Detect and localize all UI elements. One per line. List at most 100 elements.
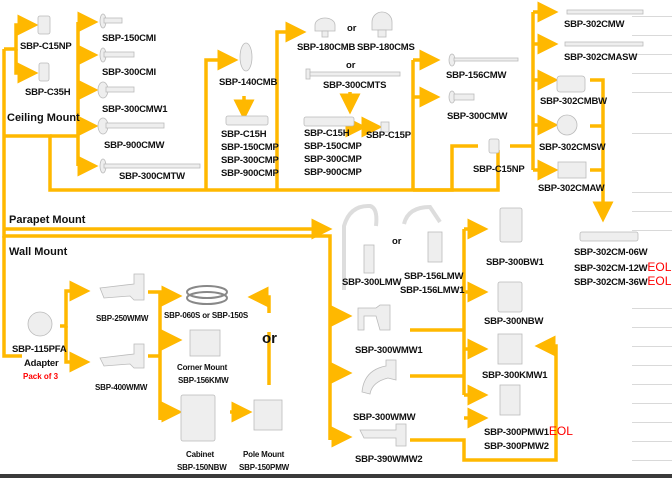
product-image-302cmasw	[564, 41, 644, 47]
product-image-302-extension	[579, 231, 639, 242]
label-300pmw1: SBP-300PMW1EOL	[484, 425, 573, 439]
connector-250wmw-acc	[148, 290, 162, 420]
label-180-pole-300cmp: SBP-300CMP	[304, 154, 362, 165]
or-wall: or	[262, 330, 277, 347]
product-image-corner	[189, 329, 221, 357]
product-image-302cmbw	[556, 75, 586, 93]
grid-rule	[632, 327, 672, 328]
connector-390wmw2-acc	[410, 335, 558, 462]
label-300cmts: SBP-300CMTS	[323, 80, 387, 91]
label-302cmw: SBP-302CMW	[564, 19, 625, 30]
label-strap: SBP-060S or SBP-150S	[164, 311, 249, 320]
label-adapter: Adapter	[24, 358, 59, 369]
or-300cmts: or	[346, 60, 356, 71]
label-156kmw: SBP-156KMW	[178, 376, 229, 385]
or-180: or	[347, 23, 357, 34]
label-150nbw: SBP-150NBW	[177, 463, 227, 472]
section-parapet-mount: Parapet Mount	[9, 214, 86, 226]
label-302cmbw: SBP-302CMBW	[540, 96, 607, 107]
label-156lmw: SBP-156LMW	[404, 271, 464, 282]
label-140-pole-300cmp: SBP-300CMP	[221, 155, 279, 166]
product-image-300cmw	[448, 90, 475, 104]
grid-rule	[632, 346, 672, 347]
product-image-300cmi	[99, 47, 135, 63]
product-image-300wmw	[361, 359, 397, 395]
label-302cmasw: SBP-302CMASW	[564, 52, 638, 63]
eol-badge: EOL	[647, 274, 672, 288]
label-pack-of-3: Pack of 3	[23, 372, 59, 381]
product-image-pole-180	[303, 116, 355, 127]
grid-rule	[632, 192, 672, 193]
label-900cmw: SBP-900CMW	[104, 140, 165, 151]
label-390wmw2: SBP-390WMW2	[355, 454, 423, 465]
label-140cmb: SBP-140CMB	[219, 77, 278, 88]
section-wall-mount: Wall Mount	[9, 246, 68, 258]
item-name: SBP-300PMW1	[484, 427, 549, 438]
connector-140cmb	[204, 49, 239, 190]
product-image-c15p	[380, 121, 390, 133]
grid-rule	[632, 73, 672, 74]
label-300cmtw: SBP-300CMTW	[119, 171, 185, 182]
grid-rule	[632, 16, 672, 17]
product-image-390wmw2	[359, 423, 407, 447]
grid-rule	[632, 230, 672, 231]
label-c15np: SBP-C15NP	[20, 41, 72, 52]
connector-302-extension	[590, 78, 614, 223]
product-image-156lmw-plate	[427, 231, 443, 263]
label-300wmw: SBP-300WMW	[353, 412, 416, 423]
grid-rule	[632, 308, 672, 309]
product-image-302cmaw	[557, 161, 587, 179]
grid-rule	[632, 54, 672, 55]
product-image-250wmw	[99, 273, 145, 301]
connector-302-col	[510, 12, 535, 170]
extension-name: SBP-302CM-06W	[574, 247, 648, 258]
label-302cmaw: SBP-302CMAW	[538, 183, 605, 194]
label-180-pole-c15h: SBP-C15H	[304, 128, 350, 139]
connector-400wmw	[64, 326, 91, 373]
product-image-300bw1	[499, 207, 523, 243]
product-image-300kmw1	[497, 333, 523, 365]
grid-rule	[632, 384, 672, 385]
connector-ceiling-frame	[4, 134, 500, 192]
label-156cmw: SBP-156CMW	[446, 70, 507, 81]
product-image-156cmw	[448, 53, 519, 67]
product-image-300lmw-plate	[363, 244, 375, 274]
or-parapet: or	[392, 236, 402, 247]
label-180cmb: SBP-180CMB	[297, 42, 356, 53]
grid-rule	[632, 441, 672, 442]
product-image-156lmw	[402, 204, 442, 225]
connector-115pfa	[60, 280, 91, 328]
connector-trunk-wall	[2, 236, 22, 358]
label-180cms: SBP-180CMS	[357, 42, 415, 53]
product-image-300cmts	[305, 68, 401, 80]
grid-rule	[632, 422, 672, 423]
product-image-300nbw	[497, 281, 523, 313]
product-image-300lmw	[342, 203, 379, 290]
eol-badge: EOL	[647, 260, 672, 274]
product-image-140cmb	[239, 42, 253, 72]
section-ceiling-mount: Ceiling Mount	[7, 112, 80, 124]
label-156lmw1: SBP-156LMW1	[400, 285, 465, 296]
product-image-300pmw	[499, 384, 521, 416]
product-image-pole-140	[225, 115, 269, 126]
label-300nbw: SBP-300NBW	[484, 316, 544, 327]
product-image-150cmi	[99, 13, 123, 29]
grid-rule	[632, 403, 672, 404]
extension-name: SBP-302CM-36W	[574, 277, 648, 288]
connector-180cmb	[275, 21, 307, 190]
label-300cmi: SBP-300CMI	[102, 67, 156, 78]
label-140-pole-150cmp: SBP-150CMP	[221, 142, 279, 153]
product-image-300cmtw	[99, 158, 201, 174]
label-c15p: SBP-C15P	[366, 130, 411, 141]
product-image-300cmw1	[97, 81, 135, 99]
product-image-900cmw	[97, 117, 165, 135]
product-image-400wmw	[99, 343, 145, 369]
label-cabinet: Cabinet	[186, 450, 214, 459]
label-150pmw: SBP-150PMW	[239, 463, 290, 472]
product-image-pole-mount	[253, 399, 283, 431]
product-image-180cms	[371, 11, 393, 38]
label-150cmi: SBP-150CMI	[102, 33, 156, 44]
eol-badge: EOL	[548, 424, 573, 438]
product-image-115pfa	[27, 311, 53, 337]
